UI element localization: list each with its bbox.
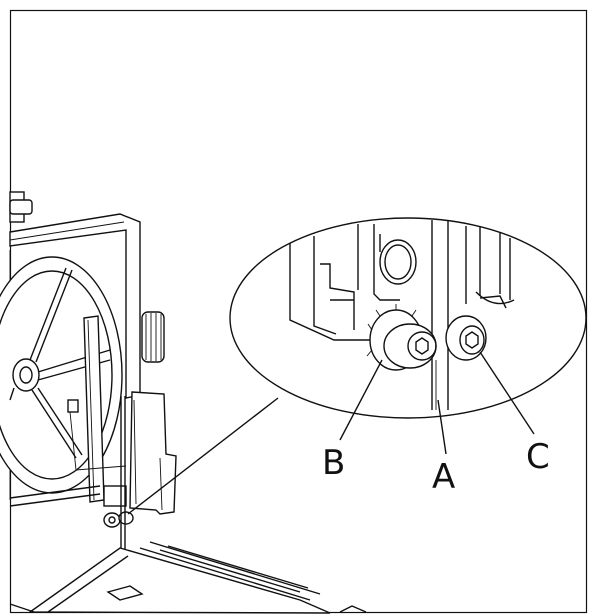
bandsaw-wheel <box>0 256 123 494</box>
callout-a-leader <box>437 399 447 455</box>
callout-b-leader <box>339 359 383 441</box>
saw-table <box>9 541 367 614</box>
callout-c-leader <box>479 351 535 435</box>
zoom-leader-line <box>127 397 279 515</box>
callout-label-b: B <box>322 443 345 483</box>
bandsaw-body <box>0 191 177 590</box>
callout-label-a: A <box>432 457 455 497</box>
zoom-detail <box>229 217 587 419</box>
callout-label-c: C <box>526 437 550 477</box>
